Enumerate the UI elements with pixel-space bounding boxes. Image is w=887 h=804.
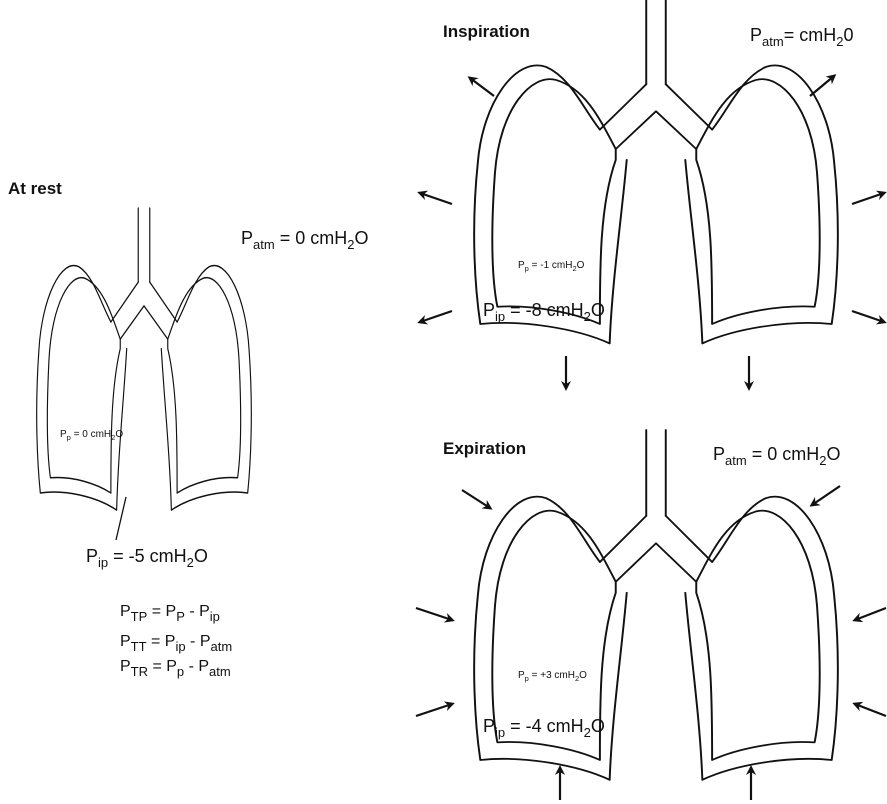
inspiration-patm-label: Patm= cmH20 <box>750 25 853 49</box>
inspiration-panel: Inspiration Patm= cmH20 Pp = -1 cmH2O Pi… <box>420 0 884 388</box>
rest-title: At rest <box>8 179 62 198</box>
arrow-out-low-left <box>420 311 452 322</box>
expiration-pip-label: Pip = -4 cmH2O <box>483 716 605 740</box>
expiration-patm-label: Patm = 0 cmH2O <box>713 444 840 468</box>
arrow-in-mid-left <box>416 608 452 620</box>
pressure-equations: PTP = PP - Pip PTT = Pip - Patm PTR = Pp… <box>120 603 232 679</box>
arrow-out-mid-left <box>420 193 452 204</box>
equation-ptt: PTT = Pip - Patm <box>120 633 232 654</box>
rest-lungs <box>37 208 252 510</box>
arrow-in-mid-right <box>855 608 886 620</box>
arrow-in-low-right <box>855 704 886 716</box>
arrow-out-top-right <box>810 76 834 96</box>
arrow-in-low-left <box>416 704 452 716</box>
rest-panel: At rest Patm = 0 cmH2O Pp = 0 cmH2O Pip … <box>8 179 368 679</box>
rest-pip-label: Pip = -5 cmH2O <box>86 546 208 570</box>
expiration-arrows <box>416 486 886 800</box>
arrow-in-top-right <box>812 486 840 505</box>
expiration-pp-label: Pp = +3 cmH2O <box>518 670 587 683</box>
inspiration-arrows <box>420 76 884 388</box>
equation-ptr: PTR = Pp - Patm <box>120 658 231 679</box>
equation-ptp: PTP = PP - Pip <box>120 603 220 624</box>
arrow-out-top-left <box>470 78 494 96</box>
expiration-panel: Expiration Patm = 0 cmH2O Pp = +3 cmH2O … <box>416 430 886 800</box>
expiration-title: Expiration <box>443 439 526 458</box>
rest-pp-label: Pp = 0 cmH2O <box>60 429 123 442</box>
rest-pip-pointer <box>116 497 126 540</box>
inspiration-pip-label: Pip = -8 cmH2O <box>483 300 605 324</box>
inspiration-lungs <box>474 0 838 343</box>
rest-patm-label: Patm = 0 cmH2O <box>241 228 368 252</box>
arrow-out-mid-right <box>852 193 884 204</box>
arrow-in-top-left <box>462 490 490 508</box>
arrow-out-low-right <box>852 311 884 322</box>
inspiration-pp-label: Pp = -1 cmH2O <box>518 260 585 273</box>
inspiration-title: Inspiration <box>443 22 530 41</box>
